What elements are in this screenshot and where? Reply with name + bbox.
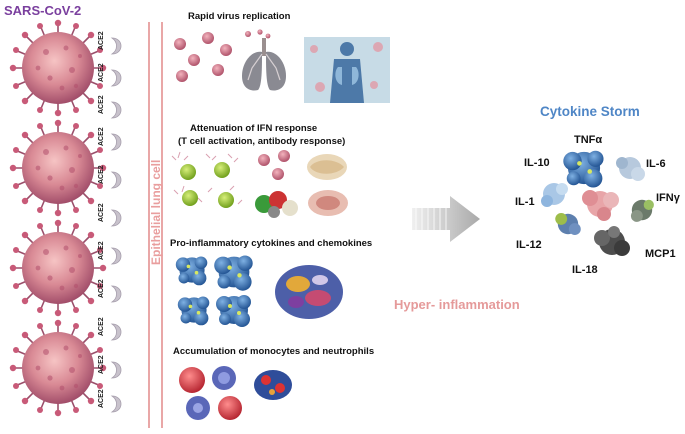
cytokine-label-il1: IL-1 (515, 196, 535, 208)
arrow-right-icon (412, 196, 480, 242)
ace2-receptor-icon (111, 101, 122, 119)
virus-particles-illustration (174, 32, 232, 82)
cytokine-label-mcp1: MCP1 (645, 248, 676, 260)
ace2-receptor-icon (111, 361, 122, 379)
il12-protein-icon (555, 212, 581, 236)
ace2-label: ACE2 (98, 31, 105, 50)
protein-cluster-icon (175, 255, 253, 327)
lungs-icon (242, 29, 286, 91)
ace2-receptor-icon (111, 133, 122, 151)
chemokine-cluster-illustration (275, 265, 343, 319)
virus-particle-icon (9, 119, 108, 218)
ace2-receptor-icon (111, 285, 122, 303)
macrophage-illustration (308, 190, 348, 216)
pink-protein-icon (582, 190, 619, 221)
ace2-label: ACE2 (98, 95, 105, 114)
tnfa-protein-icon (563, 150, 604, 188)
il6-protein-icon (616, 157, 645, 181)
ace2-label: ACE2 (98, 317, 105, 336)
ace2-receptor-icon (111, 171, 122, 189)
ace2-label: ACE2 (98, 279, 105, 298)
virus-particle-icon (9, 18, 108, 118)
neutrophils-illustration (254, 370, 292, 400)
ace2-receptor-icon (111, 69, 122, 87)
virus-title: SARS-CoV-2 (4, 3, 82, 18)
cell-membrane-line (161, 22, 163, 428)
ace2-label: ACE2 (98, 203, 105, 222)
ace2-receptor-icon (111, 37, 122, 55)
antibody-cell-illustration (307, 154, 347, 180)
il1-protein-icon (541, 183, 568, 207)
cytokine-label-ifng: IFNγ (656, 192, 680, 204)
section-title-replication: Rapid virus replication (188, 11, 291, 22)
section-title-ifn-line1: Attenuation of IFN response (190, 123, 318, 134)
mcp1-protein-icon (594, 226, 630, 256)
ace2-label: ACE2 (98, 127, 105, 146)
virus-particle-icon (9, 318, 108, 418)
cytokine-label-il18: IL-18 (572, 264, 598, 276)
cell-cluster-illustration (255, 191, 298, 218)
cytokine-label-il12: IL-12 (516, 239, 542, 251)
virus-particle-icon (9, 219, 108, 318)
virus-particles-illustration (258, 150, 290, 180)
t-cells-illustration (171, 151, 243, 208)
cytokine-label-il6: IL-6 (646, 158, 666, 170)
cytokine-label-tnfa: TNFα (574, 134, 603, 146)
hyper-inflammation-label: Hyper- inflammation (394, 297, 520, 312)
ace2-label: ACE2 (98, 355, 105, 374)
ace2-label: ACE2 (98, 63, 105, 82)
section-title-cytokines: Pro-inflammatory cytokines and chemokine… (170, 238, 373, 249)
cytokine-storm-cluster (541, 150, 654, 256)
ace2-label: ACE2 (98, 389, 105, 408)
ace2-receptor-icon (111, 395, 122, 413)
ace2-receptor-icon (111, 247, 122, 265)
ace2-label: ACE2 (98, 165, 105, 184)
cytokine-storm-title: Cytokine Storm (540, 104, 640, 119)
ace2-receptor-icon (111, 323, 122, 341)
cell-membrane-line (148, 22, 150, 428)
section-title-ifn-line2: (T cell activation, antibody response) (178, 136, 346, 147)
ace2-label: ACE2 (98, 241, 105, 260)
cytokine-label-il10: IL-10 (524, 157, 550, 169)
ifng-protein-icon (630, 199, 654, 222)
monocytes-illustration (179, 366, 242, 420)
human-body-icon (304, 37, 390, 103)
ace2-receptor-icon (111, 209, 122, 227)
epithelial-cell-label: Epithelial lung cell (149, 159, 163, 265)
section-title-monocytes: Accumulation of monocytes and neutrophil… (173, 346, 375, 357)
